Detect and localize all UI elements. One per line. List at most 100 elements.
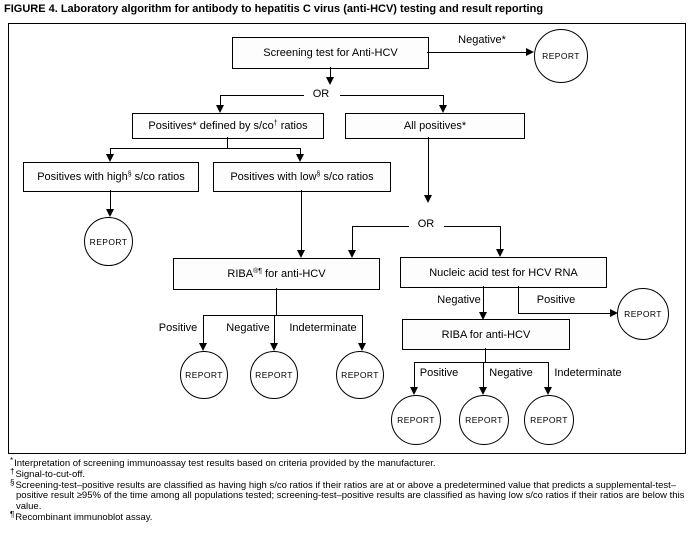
edge-label-or1: OR [310,88,332,100]
connector-nat-positive-down [518,286,519,313]
arrowhead-or1-left [216,105,224,113]
arrowhead-nat-negative [479,312,487,320]
arrowhead-riba2-negative [479,387,487,395]
report-circle-riba2-positive: REPORT [391,395,441,445]
node-all-positives-label: All positives* [403,120,467,132]
report-circle-riba1-indeterminate: REPORT [336,351,384,399]
connector-all-positives-down [428,137,429,195]
edge-label-riba2-positive: Positive [417,367,461,379]
report-circle-high-sco: REPORT [84,217,133,266]
node-riba1: RIBA®¶ for anti-HCV [173,258,380,290]
connector-riba1-branch [203,315,363,316]
connector-or2-left [352,226,409,227]
connector-riba1-negative-down [274,315,275,343]
node-screening-test: Screening test for Anti-HCV [232,37,429,69]
connector-or2-right [444,226,500,227]
arrowhead-riba2-indeterminate [544,387,552,395]
report-label: REPORT [542,51,580,61]
connector-or1-left [220,95,304,96]
arrowhead-or2-left [348,250,356,258]
footnote-text: Interpretation of screening immunoassay … [14,458,436,469]
footnote-section: §Screening-test–positive results are cla… [10,477,692,513]
arrowhead-nat-positive [610,309,618,317]
arrowhead-riba1-positive [199,343,207,351]
node-positives-defined-label: Positives* defined by s/co† ratios [148,120,308,132]
node-low-sco: Positives with low§ s/co ratios [213,162,391,192]
report-label: REPORT [341,370,379,380]
connector-riba2-negative-down [483,362,484,387]
arrowhead-screening-down [326,77,334,85]
report-circle-screening-negative: REPORT [534,29,588,83]
footnote-pilcrow: ¶Recombinant immunoblot assay. [10,509,692,524]
connector-or1-left-down [220,95,221,105]
edge-label-riba1-indeterminate: Indeterminate [287,322,359,334]
connector-screening-down [330,67,331,77]
connector-or2-left-down [352,226,353,250]
connector-high-down [110,148,111,154]
report-label: REPORT [530,415,568,425]
report-circle-riba1-negative: REPORT [250,351,298,399]
report-circle-nat-positive: REPORT [617,288,669,340]
connector-nat-negative [483,286,484,312]
edge-label-riba2-indeterminate: Indeterminate [552,367,624,379]
connector-high-report [110,190,111,209]
connector-or2-right-down [500,226,501,249]
connector-sco-branch [110,148,301,149]
node-riba2-label: RIBA for anti-HCV [441,328,531,341]
footnote-text: Signal-to-cut-off. [15,468,85,480]
connector-low-riba1 [301,190,302,250]
node-all-positives: All positives* [345,113,525,139]
arrowhead-all-positives-down [424,195,432,203]
arrowhead-or1-right [439,105,447,113]
node-riba2: RIBA for anti-HCV [402,319,570,350]
edge-label-nat-negative: Negative [435,294,483,306]
edge-label-or2: OR [415,218,437,230]
node-nucleic-acid-test-label: Nucleic acid test for HCV RNA [429,266,578,279]
report-circle-riba2-indeterminate: REPORT [524,395,574,445]
footnote-marker: § [10,477,15,487]
connector-screening-negative [427,52,526,53]
connector-riba2-positive-down [414,362,415,387]
connector-nat-positive-right [518,313,610,314]
footnote-marker: * [10,456,14,465]
arrowhead-screening-negative [526,48,534,56]
footnotes: *Interpretation of screening immunoassay… [10,456,692,524]
connector-or1-right [340,95,443,96]
connector-positives-defined-down [227,137,228,148]
report-label: REPORT [397,415,435,425]
edge-label-riba1-negative: Negative [224,322,272,334]
arrowhead-riba1-negative [270,343,278,351]
arrowhead-or2-right [496,249,504,257]
node-high-sco: Positives with high§ s/co ratios [23,162,199,192]
footnote-text: Screening-test–positive results are clas… [15,479,685,513]
report-label: REPORT [255,370,293,380]
arrowhead-riba2-positive [410,387,418,395]
connector-riba2-indeterminate-down [548,362,549,387]
connector-riba1-positive-down [203,315,204,343]
connector-riba2-down [485,348,486,362]
footnote-asterisk: *Interpretation of screening immunoassay… [10,456,692,470]
figure-title: FIGURE 4. Laboratory algorithm for antib… [4,3,544,15]
edge-label-riba1-positive: Positive [156,322,200,334]
arrowhead-low [296,154,304,162]
edge-label-negative-star: Negative* [456,34,508,46]
node-low-sco-label: Positives with low§ s/co ratios [230,171,374,183]
footnote-marker: † [10,466,15,476]
footnote-marker: ¶ [10,509,15,519]
footnote-text: Recombinant immunoblot assay. [15,511,153,523]
connector-riba1-indeterminate-down [362,315,363,343]
node-positives-defined-sco: Positives* defined by s/co† ratios [132,113,324,139]
connector-or1-right-down [443,95,444,105]
report-label: REPORT [465,415,503,425]
report-label: REPORT [89,236,128,247]
connector-riba1-down [276,288,277,315]
node-high-sco-label: Positives with high§ s/co ratios [37,171,185,183]
node-nucleic-acid-test: Nucleic acid test for HCV RNA [400,257,607,288]
edge-label-nat-positive: Positive [534,294,578,306]
report-circle-riba1-positive: REPORT [180,351,228,399]
node-screening-test-label: Screening test for Anti-HCV [263,47,398,59]
edge-label-riba2-negative: Negative [487,367,535,379]
connector-low-down [300,148,301,154]
arrowhead-high-report [106,209,114,217]
